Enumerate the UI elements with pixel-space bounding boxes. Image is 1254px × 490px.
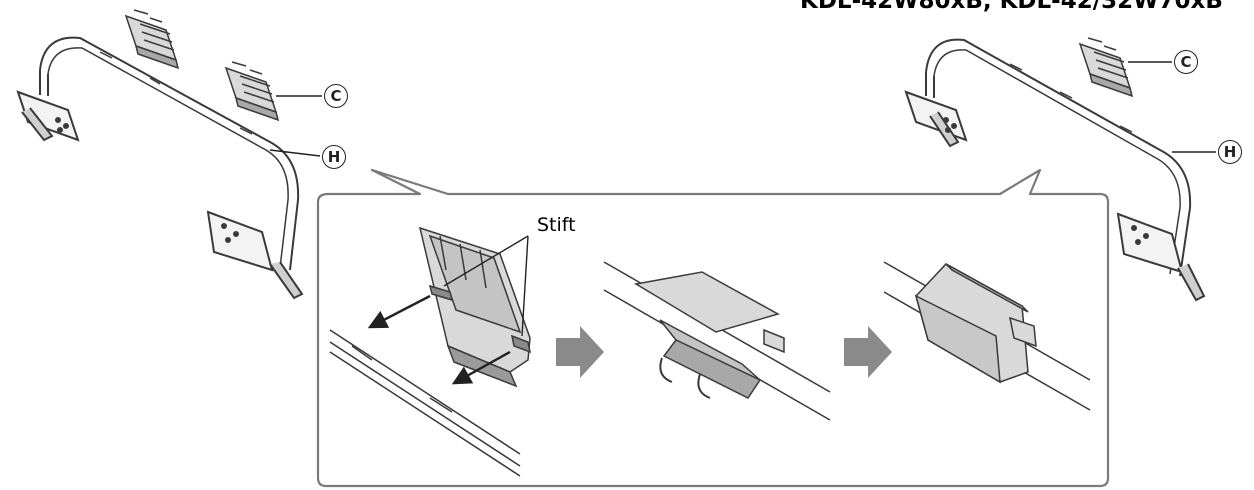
pin-1 [428,284,454,302]
pull-arrow-1 [367,294,431,329]
step-arrow-1 [556,326,604,378]
right-frame-assembly [904,38,1206,302]
right-foot-plate [206,210,304,300]
left-frame-leader [269,149,321,157]
step-arrow-2 [844,326,892,378]
pull-arrow-2 [451,350,511,385]
right-assembly-left-foot [904,90,968,148]
detail-panel [316,168,1110,488]
right-frame-callout: H [1218,140,1242,164]
pin-2 [510,334,532,354]
right-bracket [1078,37,1134,98]
step-2-clip-on-frame [603,261,831,421]
step-3-clip-closed [883,261,1091,411]
pin-leader-2 [521,235,529,337]
left-bracket-callout: C [324,84,348,108]
pin-leader-1 [443,235,529,287]
step-1-remove-pins [329,226,532,477]
left-frame-assembly [16,36,304,300]
right-bracket-callout: C [1174,50,1198,74]
left-bracket-1 [124,9,180,70]
left-bracket-2 [224,61,280,122]
pin-label: Stift [537,214,576,236]
left-foot-plate [16,90,80,142]
model-title: KDL-42W80xB, KDL-42/32W70xB [800,0,1223,14]
left-frame-callout: H [322,145,346,169]
right-assembly-right-foot [1116,212,1206,302]
